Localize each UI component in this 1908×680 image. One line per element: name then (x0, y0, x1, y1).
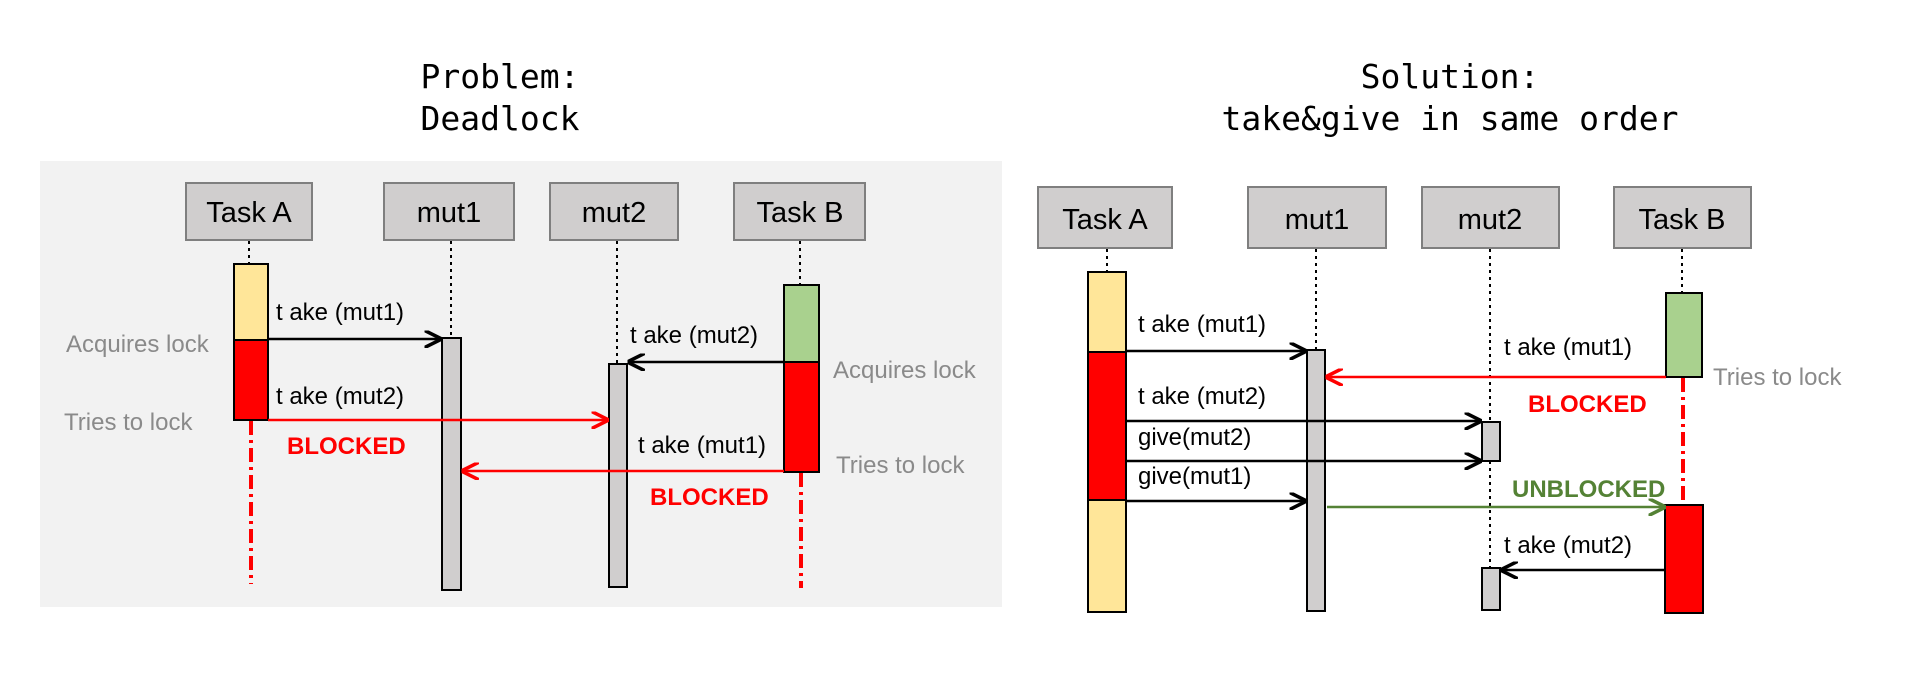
task-b-activation-green (1665, 292, 1703, 378)
participant-label-mut2: mut2 (1458, 204, 1522, 236)
msg-task-b-take-mut2: t ake (mut2) (1504, 532, 1632, 559)
mut2-activation-bar-lower (1481, 567, 1501, 611)
participant-box-mut1 (1247, 186, 1387, 249)
participant-box-mut1 (383, 182, 515, 241)
task-a-activation-yellow (233, 263, 269, 341)
task-a-activation-red (1087, 351, 1127, 501)
note-task-b-tries-to-lock: Tries to lock (836, 452, 965, 479)
participant-box-task-a (1037, 186, 1173, 249)
participant-label-mut1: mut1 (1285, 204, 1349, 236)
blocked-label-task-b: BLOCKED (1528, 391, 1647, 418)
participant-box-task-a (185, 182, 313, 241)
msg-task-b-take-mut1: t ake (mut1) (638, 432, 766, 459)
msg-task-a-give-mut1: give(mut1) (1138, 463, 1251, 490)
problem-title-line2: Deadlock (421, 99, 580, 138)
solution-title-line1: Solution: (1361, 57, 1540, 96)
participant-box-task-b (733, 182, 866, 241)
note-task-a-tries-to-lock: Tries to lock (64, 409, 193, 436)
participant-box-task-b (1613, 186, 1752, 249)
note-task-a-acquires-lock: Acquires lock (66, 331, 210, 358)
solution-title-line2: take&give in same order (1222, 99, 1679, 138)
problem-panel: Problem: Deadlock Task A mut1 mut2 Task … (40, 57, 1002, 607)
unblocked-label-task-b: UNBLOCKED (1512, 476, 1665, 503)
blocked-label-task-a: BLOCKED (287, 433, 406, 460)
mut2-activation-bar-upper (1481, 421, 1501, 462)
mut1-activation-bar (1306, 349, 1326, 612)
task-a-activation-red (233, 339, 269, 421)
note-task-b-tries-to-lock: Tries to lock (1713, 364, 1842, 391)
participant-box-mut2 (549, 182, 679, 241)
mut1-activation-bar (441, 337, 462, 591)
solution-panel: Solution: take&give in same order Task A… (1037, 57, 1842, 614)
participant-label-task-a: Task A (206, 197, 292, 229)
participant-box-mut2 (1421, 186, 1560, 249)
task-a-activation-yellow-bottom (1087, 499, 1127, 613)
msg-task-a-take-mut1: t ake (mut1) (276, 299, 404, 326)
participant-label-mut2: mut2 (582, 197, 646, 229)
msg-task-a-give-mut2: give(mut2) (1138, 424, 1251, 451)
mut2-activation-bar (608, 363, 628, 588)
participant-label-task-a: Task A (1062, 204, 1148, 236)
task-b-activation-green (783, 284, 820, 363)
msg-task-b-take-mut1: t ake (mut1) (1504, 334, 1632, 361)
task-a-activation-yellow-top (1087, 271, 1127, 353)
msg-task-a-take-mut1: t ake (mut1) (1138, 311, 1266, 338)
msg-task-b-take-mut2: t ake (mut2) (630, 322, 758, 349)
participant-label-task-b: Task B (1638, 204, 1725, 236)
blocked-label-task-b: BLOCKED (650, 484, 769, 511)
msg-task-a-take-mut2: t ake (mut2) (1138, 383, 1266, 410)
note-task-b-acquires-lock: Acquires lock (833, 357, 977, 384)
task-b-activation-red (783, 361, 820, 473)
participant-label-task-b: Task B (756, 197, 843, 229)
task-b-activation-red (1664, 504, 1704, 614)
participant-label-mut1: mut1 (417, 197, 481, 229)
problem-title-line1: Problem: (421, 57, 580, 96)
msg-task-a-take-mut2: t ake (mut2) (276, 383, 404, 410)
